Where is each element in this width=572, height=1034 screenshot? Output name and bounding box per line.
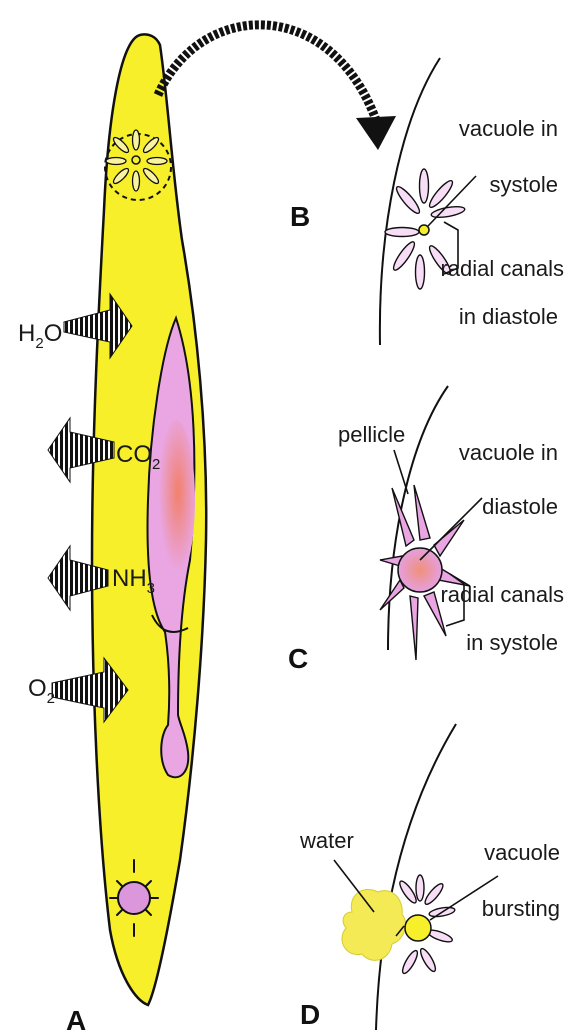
panel-d: water vacuole bursting D <box>299 724 560 1030</box>
panel-letter-d: D <box>300 999 320 1030</box>
label-c-vacuole-2: diastole <box>482 494 558 519</box>
label-water: water <box>299 828 354 853</box>
panel-c: pellicle vacuole in diastole radial cana… <box>288 386 564 674</box>
panel-letter-a: A <box>66 1005 86 1034</box>
water-blob <box>342 889 406 960</box>
vacuole-bursting <box>405 915 431 941</box>
label-d-vacuole-1: vacuole <box>484 840 560 865</box>
vacuole-systole <box>419 225 429 235</box>
label-c-canals-1: radial canals <box>440 582 564 607</box>
panel-b: vacuole in systole radial canals in dias… <box>290 58 564 345</box>
panel-letter-b: B <box>290 201 310 232</box>
vacuole-diastole <box>398 548 442 592</box>
label-b-canals-2: in diastole <box>459 304 558 329</box>
panel-a: H2O CO2 NH3 O2 A <box>18 25 396 1034</box>
label-d-vacuole-2: bursting <box>482 896 560 921</box>
label-h2o: H2O <box>18 320 62 352</box>
label-pellicle: pellicle <box>338 422 405 447</box>
label-o2: O2 <box>28 675 55 707</box>
transfer-arrow <box>158 25 376 120</box>
pellicle-d <box>376 724 456 1030</box>
food-mass <box>157 420 195 580</box>
panel-letter-c: C <box>288 643 308 674</box>
label-b-vacuole-2: systole <box>490 172 558 197</box>
label-b-canals-1: radial canals <box>440 256 564 281</box>
label-c-canals-2: in systole <box>466 630 558 655</box>
label-b-vacuole-1: vacuole in <box>459 116 558 141</box>
label-c-vacuole-1: vacuole in <box>459 440 558 465</box>
